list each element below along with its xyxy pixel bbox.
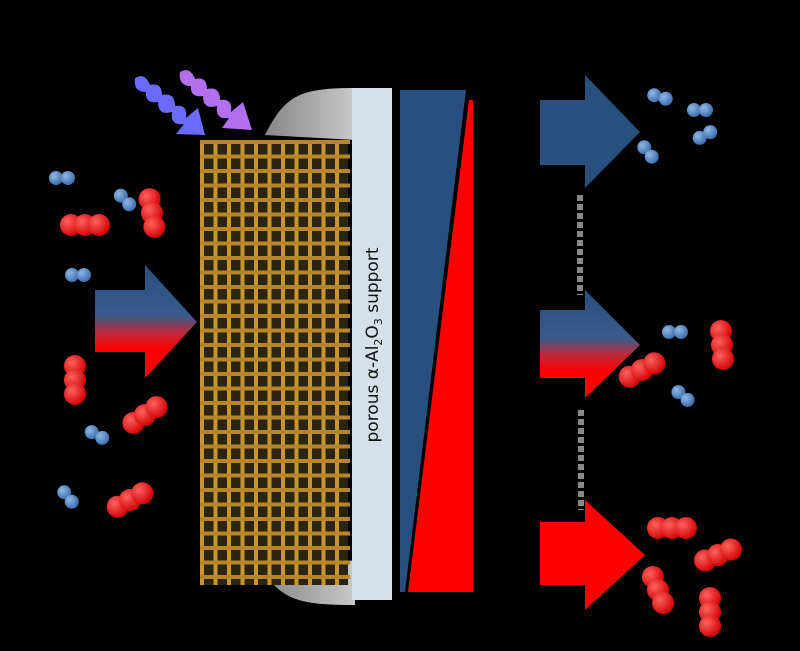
lattice-column [200,140,204,585]
co2-molecule [647,517,697,539]
lattice-column [308,140,312,585]
co2-molecule [641,565,675,615]
co2-molecule [618,352,666,388]
mixed-output-arrow [540,290,640,398]
framework-lattice [200,140,350,585]
light-arrow-blue [134,76,205,135]
support-label: porous α-Al2O3 support [363,247,385,442]
lattice-row [200,575,350,579]
lattice-row [200,198,350,202]
lattice-row [200,560,350,565]
co2-molecule [710,320,734,370]
lattice-row [200,401,350,405]
lattice-column [335,140,339,585]
h2-molecule [57,485,79,509]
lattice-row [200,169,350,173]
h2-molecule [647,88,673,106]
lattice-row [200,270,350,275]
lattice-row [200,546,350,550]
feed-mixture-arrow [95,265,197,378]
lattice-column [281,140,285,585]
lattice-row [200,212,350,217]
co2-molecule [138,188,166,238]
lattice-row [200,154,350,159]
lattice-row [200,415,350,420]
lattice-row [200,256,350,260]
lattice-row [200,386,350,391]
lattice-row [200,473,350,478]
co2-output-arrow [540,500,645,610]
h2-concentration-gradient [400,90,466,592]
lattice-column [227,140,231,585]
lattice-row [200,343,350,347]
lattice-row [200,430,350,434]
lattice-row [200,517,350,521]
h2-molecule [637,140,659,164]
lattice-column [254,140,258,585]
h2-molecule [65,268,91,282]
lattice-row [200,357,350,362]
lattice-row [200,183,350,188]
lattice-column [321,140,326,585]
h2-molecule [687,103,713,117]
h2-molecule [49,171,75,185]
lattice-row [200,488,350,492]
lattice-row [200,502,350,507]
lattice-column [267,140,272,585]
molecules [49,88,742,637]
co2-molecule [122,396,168,434]
alumina-support [352,88,392,600]
co2-concentration-gradient [408,100,473,592]
lattice-column [213,140,218,585]
support-top-bulge [265,88,355,140]
lattice-column [294,140,299,585]
lattice-row [200,372,350,376]
lattice-row [200,241,350,246]
h2-molecule [113,188,137,212]
h2-molecule [671,385,695,407]
lattice-row [200,140,350,144]
light-arrow-purple [179,70,252,130]
lattice-row [200,227,350,231]
lattice-row [200,531,350,536]
co2-molecule [694,538,742,572]
h2-molecule [662,325,688,339]
co2-molecule [106,482,154,518]
lattice-row [200,299,350,304]
lattice-row [200,314,350,318]
co2-molecule [63,355,87,405]
lattice-row [200,459,350,463]
lattice-row [200,444,350,449]
h2-output-arrow [540,75,640,188]
h2-molecule [692,125,718,145]
co2-molecule [60,214,110,236]
lattice-row [200,285,350,289]
lattice-column [240,140,245,585]
co2-molecule [698,587,722,637]
h2-molecule [84,425,110,445]
lattice-row [200,328,350,333]
